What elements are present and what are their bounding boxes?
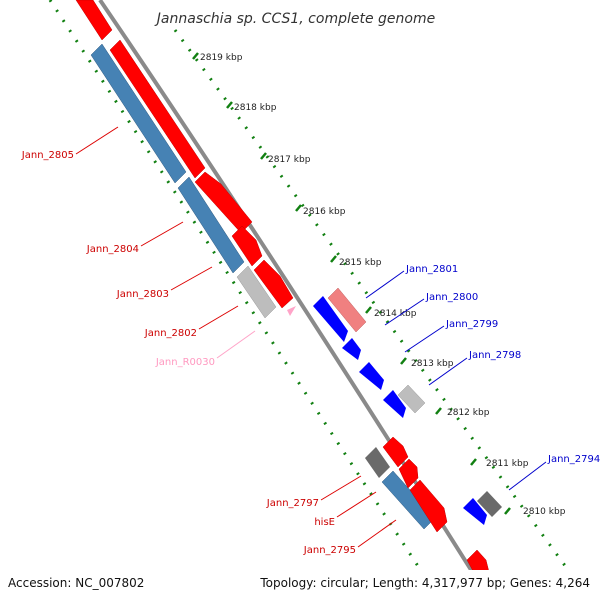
left-gene-labels: Jann_2805 Jann_2804 Jann_2803 Jann_2802 … <box>21 126 397 556</box>
tick-label: 2817 kbp <box>268 155 311 165</box>
tick-mark <box>295 204 302 212</box>
tick-label: 2818 kbp <box>234 103 277 113</box>
forward-strand-genes <box>75 0 520 600</box>
gene-jann-2799[interactable] <box>342 338 361 360</box>
leader-line <box>198 305 239 330</box>
gene-jann-2797[interactable] <box>365 447 390 478</box>
gene-jann-2800[interactable] <box>313 296 348 342</box>
label-jann-2795[interactable]: Jann_2795 <box>303 545 356 556</box>
inner-tick-track <box>48 0 442 600</box>
tick-label: 2810 kbp <box>523 507 566 517</box>
tick-mark <box>330 255 337 263</box>
leader-line <box>140 221 184 247</box>
gene-red-6[interactable] <box>398 458 419 489</box>
gene-jann-2798[interactable] <box>359 362 384 390</box>
right-gene-labels: Jann_2801 Jann_2800 Jann_2799 Jann_2798 … <box>365 264 600 491</box>
label-jann-2801[interactable]: Jann_2801 <box>405 264 458 275</box>
leader-line <box>75 126 119 155</box>
leader-line <box>320 475 362 501</box>
gene-blue-4[interactable] <box>383 390 406 418</box>
tick-mark <box>504 507 511 515</box>
label-jann-2799[interactable]: Jann_2799 <box>445 319 498 330</box>
gene-grey-outer[interactable] <box>397 384 426 414</box>
footer-accession: Accession: NC_007802 <box>8 576 144 590</box>
gene-jann-2805[interactable] <box>90 43 187 184</box>
gene-jann-r0030[interactable] <box>287 306 296 316</box>
tick-labels: 2819 kbp 2818 kbp 2817 kbp 2816 kbp 2815… <box>200 53 566 517</box>
map-title: Jannaschia sp. CCS1, complete genome <box>154 11 435 27</box>
gene-red-3[interactable] <box>231 225 263 267</box>
gene-jann-2804[interactable] <box>177 176 245 274</box>
label-jann-2798[interactable]: Jann_2798 <box>468 350 521 361</box>
gene-jann-2794[interactable] <box>463 498 487 525</box>
label-hise[interactable]: hisE <box>314 517 335 528</box>
tick-mark <box>400 357 407 365</box>
tick-mark <box>365 306 372 314</box>
label-jann-2804[interactable]: Jann_2804 <box>86 244 139 255</box>
leader-line <box>336 491 377 518</box>
tick-mark <box>435 407 442 415</box>
gene-red-long[interactable] <box>109 39 206 179</box>
label-jann-2805[interactable]: Jann_2805 <box>21 150 74 161</box>
gene-red-top[interactable] <box>75 0 113 41</box>
footer-bar <box>0 570 600 600</box>
tick-label: 2811 kbp <box>486 459 529 469</box>
tick-label: 2814 kbp <box>374 309 417 319</box>
gene-jann-2803[interactable] <box>236 265 277 319</box>
major-ticks <box>192 52 511 515</box>
tick-mark <box>260 152 267 160</box>
tick-label: 2813 kbp <box>411 359 454 369</box>
gene-jann-2801[interactable] <box>327 287 367 333</box>
leader-line <box>384 298 425 326</box>
leader-line <box>508 461 547 491</box>
leader-line <box>428 357 468 386</box>
label-jann-r0030[interactable]: Jann_R0030 <box>155 357 215 368</box>
tick-mark <box>470 458 477 466</box>
gene-red-7[interactable] <box>409 479 448 533</box>
leader-line <box>170 266 213 291</box>
leader-line <box>357 519 397 548</box>
leader-line <box>404 325 445 353</box>
tick-label: 2816 kbp <box>303 207 346 217</box>
tick-mark <box>226 101 233 109</box>
label-jann-2803[interactable]: Jann_2803 <box>116 289 169 300</box>
label-jann-2802[interactable]: Jann_2802 <box>144 328 197 339</box>
tick-label: 2819 kbp <box>200 53 243 63</box>
leader-line <box>216 330 256 359</box>
footer-topology: Topology: circular; Length: 4,317,977 bp… <box>259 576 590 590</box>
label-jann-2794[interactable]: Jann_2794 <box>547 454 600 465</box>
label-jann-2797[interactable]: Jann_2797 <box>266 498 319 509</box>
reverse-strand-genes <box>90 43 490 600</box>
gene-red-5[interactable] <box>382 436 409 468</box>
label-jann-2800[interactable]: Jann_2800 <box>425 292 478 303</box>
gene-darkgrey-outer[interactable] <box>477 491 502 517</box>
gene-red-mid[interactable] <box>194 171 253 234</box>
tick-label: 2815 kbp <box>339 258 382 268</box>
tick-label: 2812 kbp <box>447 408 490 418</box>
leader-line <box>365 270 405 299</box>
gene-red-4[interactable] <box>253 259 294 309</box>
tick-mark <box>192 52 199 60</box>
